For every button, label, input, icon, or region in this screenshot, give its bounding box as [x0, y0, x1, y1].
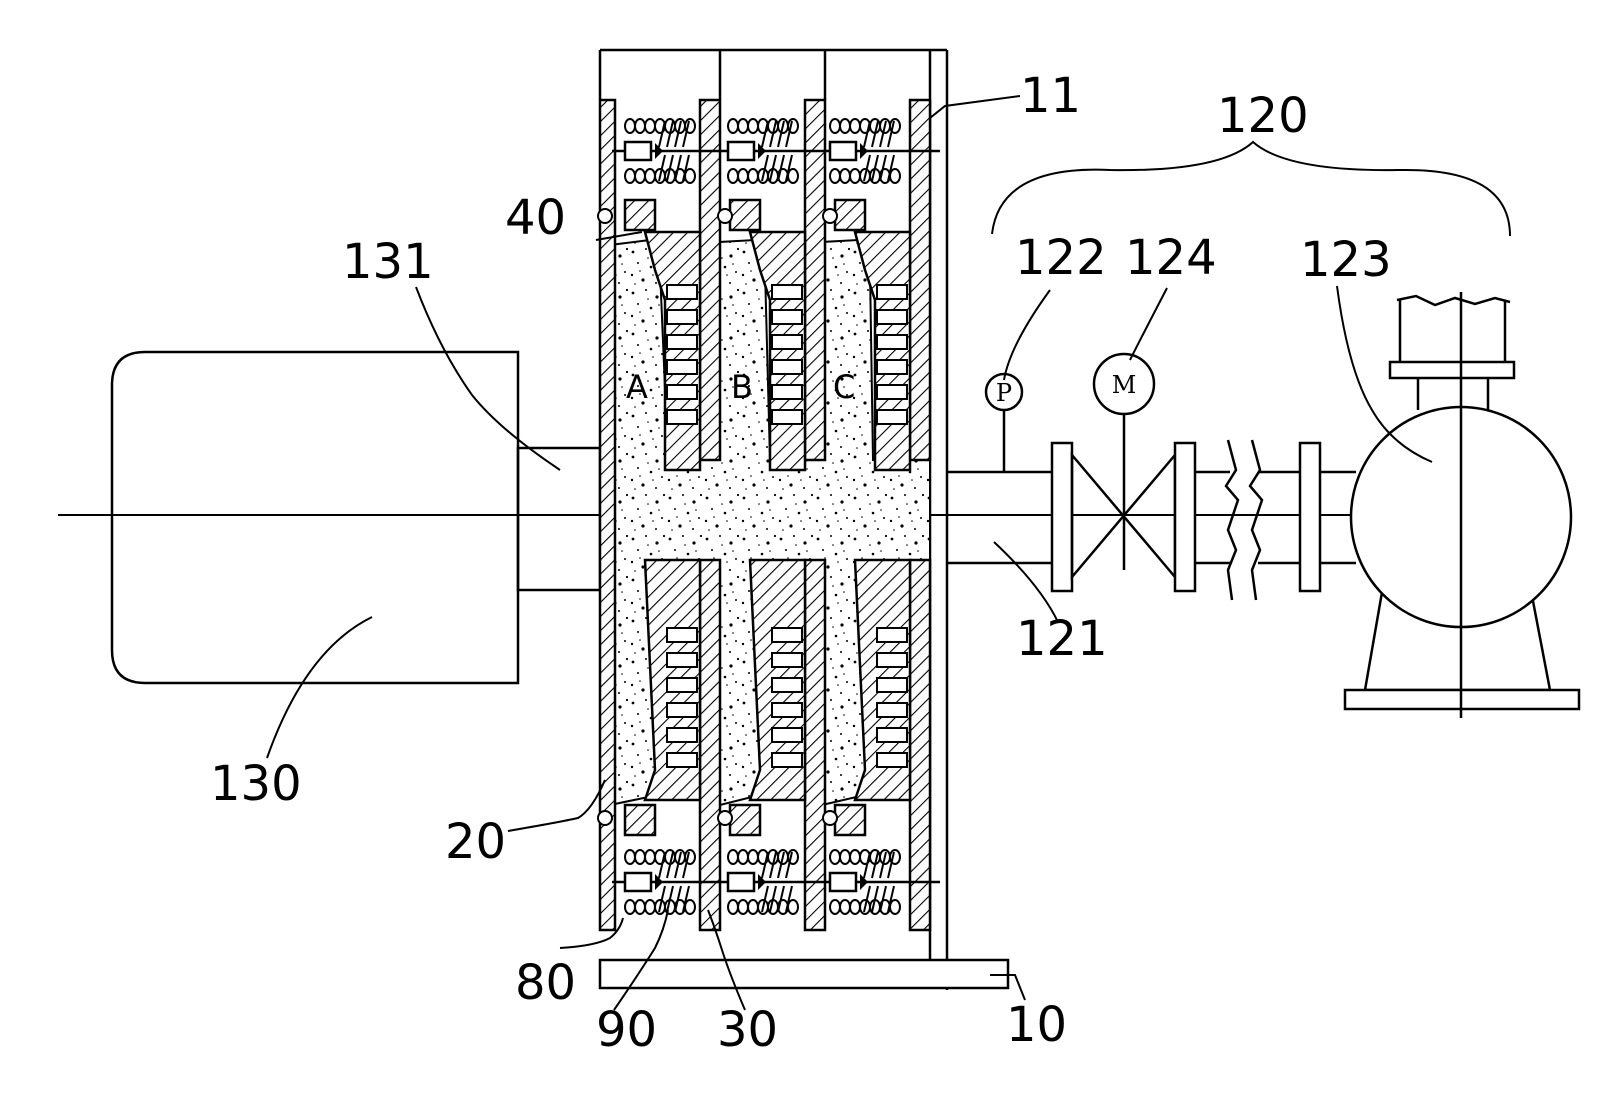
label-122: 122: [1015, 230, 1107, 286]
label-20: 20: [445, 814, 506, 870]
label-130: 130: [210, 756, 302, 812]
tie-bars: [612, 149, 940, 884]
label-11: 11: [1020, 68, 1081, 124]
label-40: 40: [505, 190, 566, 246]
filter-plate: [717, 98, 827, 932]
bolt-spring: [726, 849, 799, 915]
label-30: 30: [717, 1002, 778, 1058]
filter-plates: [597, 98, 932, 932]
base: [598, 958, 1010, 990]
label-123: 123: [1300, 232, 1392, 288]
valve-actuator: [1092, 352, 1156, 570]
bolt-assemblies: [623, 118, 901, 915]
bolt-spring: [623, 118, 696, 184]
head-plate: [598, 98, 617, 932]
label-124: 124: [1125, 230, 1217, 286]
chamber-label-c: C: [833, 368, 855, 406]
pressure-gauge: [984, 372, 1024, 472]
leader-lines: [266, 95, 1511, 1011]
chamber-label-a: A: [626, 368, 648, 406]
feed-pump: [1343, 292, 1581, 718]
press-unit: [110, 350, 602, 685]
feed-pipe: [947, 439, 1356, 601]
label-131: 131: [342, 234, 434, 290]
bolt-spring: [828, 118, 901, 184]
bolt-spring: [726, 118, 799, 184]
filter-plate: [822, 98, 932, 932]
filter-plate: [597, 98, 722, 932]
label-90: 90: [596, 1002, 657, 1058]
label-120: 120: [1217, 88, 1309, 144]
label-80: 80: [515, 955, 576, 1011]
chamber-label-b: B: [731, 368, 753, 406]
bolt-spring: [623, 849, 696, 915]
pressure-gauge-symbol: P: [996, 379, 1012, 407]
bolt-spring: [828, 849, 901, 915]
label-121: 121: [1016, 611, 1108, 667]
valve-motor-symbol: M: [1112, 371, 1137, 399]
label-10: 10: [1006, 997, 1067, 1053]
